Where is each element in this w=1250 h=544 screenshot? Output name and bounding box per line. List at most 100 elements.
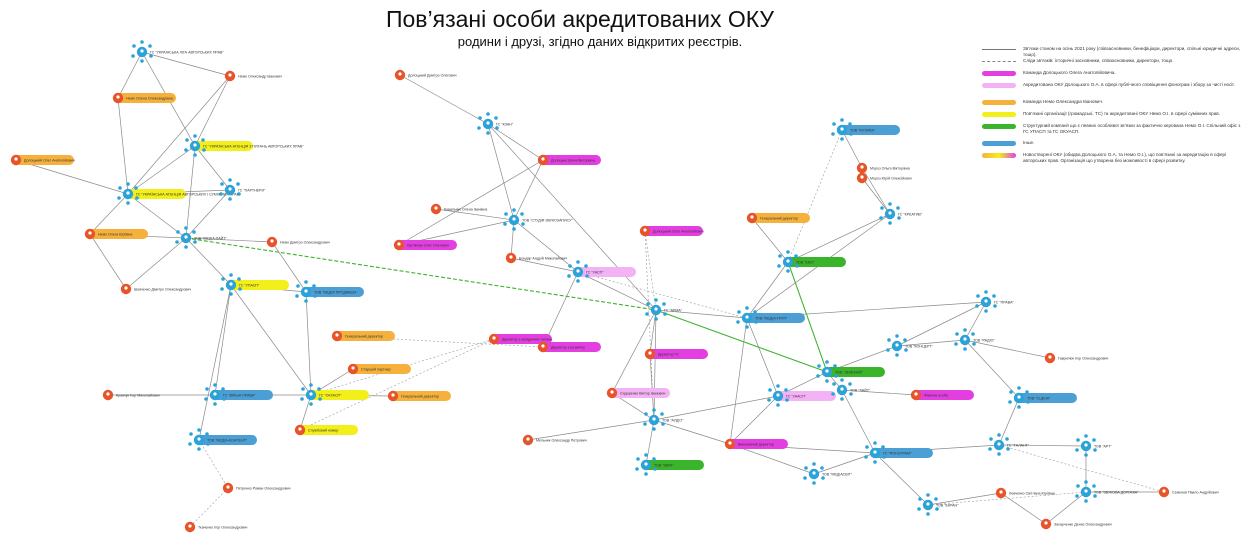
node-glyph xyxy=(434,206,438,210)
org-node[interactable]: ГС "УКРАЇНСЬКА АГЕНЦІЯ З ПИТАНЬ АВТОРСЬК… xyxy=(184,134,304,157)
person-node[interactable]: Генеральний директор xyxy=(746,212,810,224)
org-node[interactable]: ГС "ФОНОГРАМ" xyxy=(864,441,933,464)
node-satellite xyxy=(888,221,892,225)
person-node[interactable]: Службовий номер xyxy=(294,424,358,436)
person-node[interactable]: Бондар Андрій Миколайович xyxy=(505,252,567,264)
person-node[interactable]: Петренко Роман Олександрович xyxy=(222,482,291,494)
person-node[interactable]: Лук’янчук Олег Олегович xyxy=(393,239,457,251)
org-node[interactable]: ГС "УПАСП" xyxy=(220,273,289,296)
person-node[interactable]: Немо Олександр Іванович xyxy=(224,70,282,82)
node-satellite xyxy=(988,447,992,451)
org-node[interactable]: ГС "ОКУАСП" xyxy=(300,383,369,406)
person-node[interactable]: Немо Олена Олександрівна xyxy=(112,92,176,104)
org-node[interactable]: ГС "ВІЛЬНІ ПРАВА" xyxy=(204,383,273,406)
edge-line xyxy=(125,237,187,290)
node-label: Шевченко Дмитро Олександрович xyxy=(134,288,191,292)
person-node[interactable]: Гаврилюк Ігор Олександрович xyxy=(1044,352,1109,364)
person-node[interactable]: Мороз Ольга Вікторівна xyxy=(856,162,910,174)
person-node[interactable]: Ковальчук Олена Іванівна xyxy=(430,203,488,215)
org-node[interactable]: ТОВ "ЗВУКОВА ДОРІЖКА" xyxy=(1075,480,1139,503)
person-node[interactable]: Немо Ольга Юріївна xyxy=(84,228,148,240)
node-satellite xyxy=(149,54,153,58)
org-node[interactable]: ГС "УКРАЇНСЬКА ЛІГА АВТОРСЬКИХ ПРАВ" xyxy=(131,40,224,63)
org-node[interactable]: ГС "ПАРТНЕРИ" xyxy=(219,178,266,201)
node-satellite xyxy=(309,383,313,387)
person-node[interactable]: Генеральний директор xyxy=(331,330,395,342)
node-satellite xyxy=(184,245,188,249)
org-node[interactable]: ТОВ "ЕКО" xyxy=(777,250,846,273)
edge-line xyxy=(198,439,229,489)
node-glyph xyxy=(526,437,530,441)
org-node[interactable]: ТОВ "СЦЕНА" xyxy=(1008,386,1077,409)
person-node[interactable]: Левченко Світлана Юріївна xyxy=(995,487,1055,499)
org-node[interactable]: ТОВ "ЗЕЛЕНИЙ" xyxy=(816,360,885,383)
edge-line xyxy=(896,339,966,347)
node-glyph xyxy=(270,239,274,243)
edge-line xyxy=(729,317,748,445)
org-node[interactable]: ТОВ "АРТ" xyxy=(1075,434,1112,457)
person-node[interactable]: Директор з розвитку xyxy=(537,341,601,353)
person-node[interactable]: Ткаченко Ігор Олександрович xyxy=(184,521,248,533)
person-node[interactable]: Виконавчий директор xyxy=(724,438,788,450)
org-node[interactable]: ГС "УАСП" xyxy=(567,260,636,283)
person-node[interactable]: Долоцький Олег Анатолійович xyxy=(10,154,75,166)
org-node[interactable]: ТОВ "АУДІО" xyxy=(643,408,684,431)
person-node[interactable]: Долоцький Дмитро Олегович xyxy=(394,69,457,81)
node-satellite xyxy=(803,476,807,480)
node-glyph xyxy=(335,333,339,337)
org-node[interactable]: ТОВ "МЕДІА-КОНТЕНТ" xyxy=(188,428,257,451)
person-node[interactable]: Мороз Юрій Олексійович xyxy=(856,172,912,184)
org-node[interactable]: ТОВ "ЛАЙТ" xyxy=(831,378,871,401)
node-satellite xyxy=(228,178,232,182)
node-glyph xyxy=(486,121,490,125)
person-node[interactable]: Кравчук Ігор Миколайович xyxy=(102,389,160,401)
org-node[interactable]: ТОВ "МЕДІА-ГРУП" xyxy=(736,306,805,329)
edge-line xyxy=(1045,491,1087,525)
org-node[interactable]: ГС "КРЕАТИВ" xyxy=(879,202,923,225)
org-node[interactable]: ТОВ "МЕДІА ПРОДАКШН" xyxy=(295,280,364,303)
org-node[interactable]: ТОВ "ЕКРАН" xyxy=(917,493,959,516)
person-node[interactable]: Долоцький Олег Анатолійович xyxy=(639,225,704,237)
org-node[interactable]: ТОВ "МУЗИКА" xyxy=(831,118,900,141)
node-satellite xyxy=(118,186,122,190)
org-node[interactable]: ГС "УААСП" xyxy=(767,384,836,407)
org-node[interactable]: ТОВ "КОНЦЕРТ" xyxy=(886,334,933,357)
org-node[interactable]: ГС "УКРАЇНСЬКА АГЕНЦІЯ АВТОРСЬКИХ І СУМІ… xyxy=(117,182,241,205)
edge-line xyxy=(127,145,196,195)
org-node[interactable]: ТОВ "РАДІО" xyxy=(954,328,995,351)
org-node[interactable]: ГС "АРМА" xyxy=(645,298,683,321)
org-node[interactable]: ТОВ "СТУДІЯ ЗВУКОЗАПИСУ" xyxy=(503,208,573,231)
node-glyph xyxy=(14,157,18,161)
node-satellite xyxy=(486,112,490,116)
node-satellite xyxy=(1009,390,1013,394)
person-node[interactable]: Директор з юридичних питань xyxy=(488,333,553,345)
person-node[interactable]: Шевченко Дмитро Олександрович xyxy=(120,283,192,295)
person-node[interactable]: Фізична особа xyxy=(910,389,974,401)
person-node[interactable]: Старший партнер xyxy=(347,363,411,375)
person-node[interactable]: Мельник Олександр Петрович xyxy=(522,434,587,446)
org-node[interactable]: ГС "ПРАВА" xyxy=(975,290,1014,313)
node-label: ТОВ "ЗЕЛЕНИЙ" xyxy=(835,371,864,375)
person-node[interactable]: Генеральний директор xyxy=(387,390,451,402)
node-pill xyxy=(539,155,601,165)
org-node[interactable]: ГС "ТАЛАНТ" xyxy=(988,433,1030,456)
edge-line xyxy=(577,271,748,319)
node-satellite xyxy=(971,332,975,336)
edge-line xyxy=(787,213,891,263)
org-node[interactable]: ТОВ "ЗВУК" xyxy=(635,453,704,476)
node-glyph xyxy=(351,366,355,370)
org-node[interactable]: ГС "КЗАН" xyxy=(477,112,514,135)
org-node[interactable]: ТОВ "МЕДІАСВІТ" xyxy=(803,462,853,485)
person-node[interactable]: Сидоренко Віктор Іванович xyxy=(606,387,670,399)
person-node[interactable]: Семенов Павло Андрійович xyxy=(1158,486,1219,498)
legend-item: Пов’язані організації (громадські, ТС) т… xyxy=(982,111,1244,123)
edge-line xyxy=(751,217,789,263)
person-node[interactable]: Долоцька Ірина Вікторівна xyxy=(537,154,601,166)
org-node[interactable]: ТОВ "МЕДІА-ЛАЙТ" xyxy=(175,226,227,249)
edge-line xyxy=(645,419,655,466)
node-satellite xyxy=(185,138,189,142)
person-node[interactable]: Директор ГС xyxy=(644,348,708,360)
legend-swatch xyxy=(982,49,1016,50)
person-node[interactable]: Немо Дмитро Олександрович xyxy=(266,236,330,248)
person-node[interactable]: Захарченко Денис Олександрович xyxy=(1040,518,1112,530)
